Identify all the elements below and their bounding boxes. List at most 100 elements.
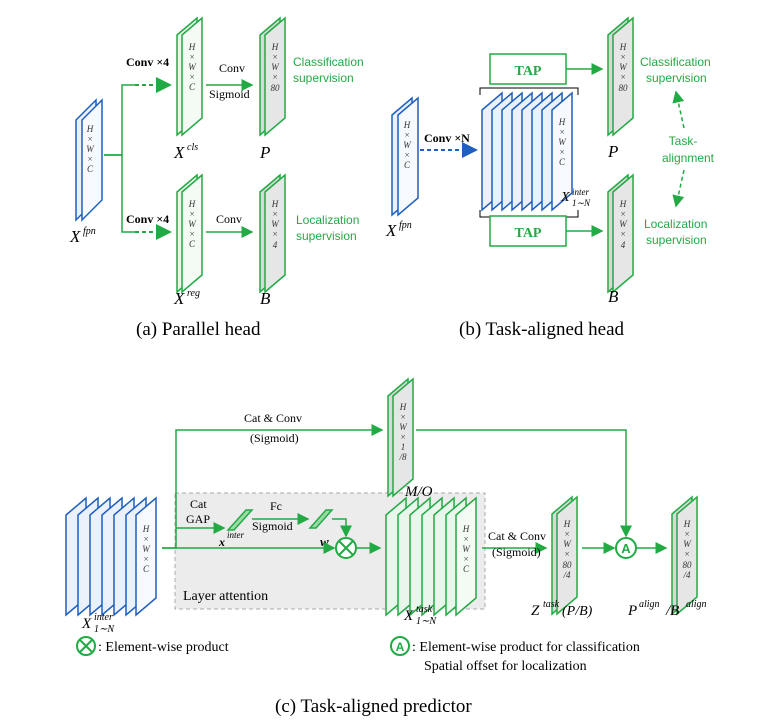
panel-a: H × W × C X fpn Conv ×4 Conv ×4 H × W × … [69, 16, 364, 340]
a-xfpn-sup: fpn [83, 226, 96, 237]
c-task-dim-2: W [462, 544, 471, 554]
a-xreg-sup: reg [187, 288, 200, 299]
b-b-dim-3: × [620, 229, 626, 239]
b-stack-dim-3: × [559, 147, 565, 157]
c-legend-a-icon: A [390, 636, 410, 656]
a-b-dim-0: H [271, 199, 279, 209]
c-mo-label: M/O [404, 484, 433, 500]
b-stack-dim-4: C [559, 157, 566, 167]
b-stack-dim-0: H [558, 117, 566, 127]
a-conv-label-1: Conv [219, 61, 245, 75]
b-cls-sup-2: supervision [646, 71, 707, 85]
c-product-circle [335, 537, 357, 559]
c-align-block: H × W × 80 /4 [671, 495, 698, 616]
c-align-dim-3: × [684, 549, 690, 559]
b-convn-label: Conv ×N [424, 131, 470, 145]
b-inter-stack: H × W × C [481, 91, 573, 212]
b-xinter-sup: inter [572, 187, 589, 197]
a-b-dim-3: × [272, 229, 278, 239]
b-stack-dim-1: × [559, 127, 565, 137]
c-stack-dim-0: H [142, 524, 150, 534]
c-mo-dim-4: 1 [401, 442, 406, 452]
b-p-dim-3: × [620, 72, 626, 82]
a-b-block: H × W × 4 [259, 173, 286, 294]
c-mo-dim-2: W [399, 422, 408, 432]
b-xfpn-block: H × W × C [391, 96, 419, 217]
c-legend-a-text-1: : Element-wise product for classificatio… [412, 640, 640, 655]
c-align-dim-4: 80 [683, 560, 693, 570]
panel-c: Layer attention H × W × C X inter 1∼N Ca… [65, 377, 707, 717]
c-z-dim-1: × [564, 529, 570, 539]
b-xfpn-label: X [385, 221, 397, 240]
c-align-b: /B [665, 603, 679, 619]
c-a-symbol: A [621, 541, 631, 556]
a-xcls-dim-2: W [188, 62, 197, 72]
c-catconv-mid-2: (Sigmoid) [492, 545, 541, 559]
b-task-align-arrow-up [672, 90, 685, 129]
c-xtask-sub: 1∼N [416, 616, 437, 627]
c-task-dim-4: C [463, 564, 470, 574]
b-task-align-1: Task- [669, 134, 698, 148]
b-b-dim-0: H [619, 199, 627, 209]
a-xfpn-dim-2: W [86, 144, 95, 154]
c-xinter-vector [226, 509, 254, 531]
b-xfpn-sup: fpn [399, 220, 412, 231]
a-xcls-dim-4: C [189, 82, 196, 92]
a-conv4-reg-label: Conv ×4 [126, 212, 169, 226]
a-cls-sup-2: supervision [293, 71, 354, 85]
c-layer-attention-label: Layer attention [183, 589, 268, 604]
a-b-label: B [260, 289, 271, 308]
c-caption: (c) Task-aligned predictor [275, 696, 472, 717]
a-xreg-block: H × W × C [176, 173, 203, 294]
c-catconv-top-2: (Sigmoid) [250, 431, 299, 445]
c-a-circle: A [615, 537, 637, 559]
c-z-block: H × W × 80 /4 [551, 495, 578, 616]
b-xfpn-dim-0: H [403, 120, 411, 130]
c-w-vector [308, 509, 334, 529]
b-tap-bottom-label: TAP [515, 226, 542, 241]
a-b-dim-2: W [271, 219, 280, 229]
b-xinter-sub: 1∼N [572, 198, 591, 208]
c-z-dim-4: 80 [563, 560, 573, 570]
c-catconv-mid-1: Cat & Conv [488, 529, 546, 543]
c-xinter-sub: 1∼N [94, 624, 115, 635]
c-legend-product-icon [76, 636, 96, 656]
b-xinter-label: X [560, 190, 570, 205]
a-cls-sup-1: Classification [293, 55, 364, 69]
b-p-dim-0: H [619, 42, 627, 52]
a-p-dim-3: × [272, 72, 278, 82]
c-z-sup: task [543, 599, 560, 610]
a-caption: (a) Parallel head [136, 319, 261, 340]
c-mo-dim-5: /8 [398, 452, 407, 462]
a-p-dim-4: 80 [271, 83, 281, 93]
c-align-dim-5: /4 [682, 570, 691, 580]
c-mo-block: H × W × 1 /8 [387, 377, 414, 498]
c-xinter-vec-label: x [218, 535, 225, 549]
a-xfpn-dim-1: × [87, 134, 93, 144]
a-xfpn-block: H × W × C [75, 98, 103, 222]
a-xfpn-dim-3: × [87, 154, 93, 164]
c-stack-dim-3: × [143, 554, 149, 564]
a-b-dim-4: 4 [273, 240, 278, 250]
c-z-dim-0: H [563, 519, 571, 529]
a-xcls-dim-3: × [189, 72, 195, 82]
a-p-block: H × W × 80 [259, 16, 286, 137]
a-sigmoid-label: Sigmoid [209, 87, 250, 101]
c-gap-label: GAP [186, 512, 210, 526]
c-cat-label: Cat [190, 497, 207, 511]
b-loc-sup-1: Localization [644, 217, 707, 231]
c-z-label: Z [531, 603, 540, 619]
b-xfpn-dim-4: C [404, 160, 411, 170]
c-xinter-sup: inter [94, 612, 113, 623]
a-loc-sup-1: Localization [296, 213, 359, 227]
a-xfpn-label: X [69, 227, 81, 246]
a-xcls-sup: cls [187, 142, 198, 153]
b-task-align-arrow-down [672, 169, 685, 208]
c-catconv-top-1: Cat & Conv [244, 411, 302, 425]
a-xreg-dim-2: W [188, 219, 197, 229]
a-xfpn-dim-0: H [86, 124, 94, 134]
c-xinter-vec-sup: inter [227, 530, 244, 540]
c-z-dim-3: × [564, 549, 570, 559]
c-xinter-label: X [81, 616, 92, 632]
c-fc-label: Fc [270, 499, 282, 513]
